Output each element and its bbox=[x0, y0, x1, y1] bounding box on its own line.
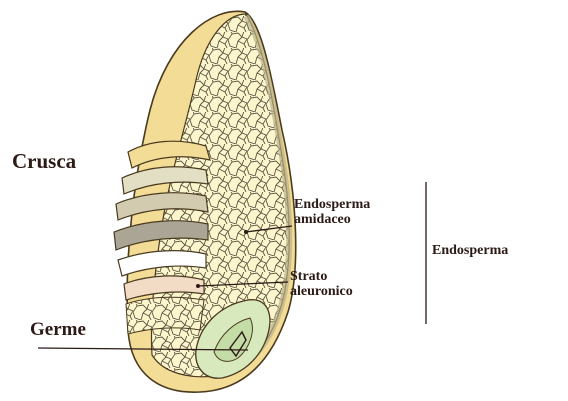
label-strato-aleuronico-line2: aleuronico bbox=[290, 285, 353, 300]
label-crusca: Crusca bbox=[12, 150, 76, 172]
label-endosperma: Endosperma bbox=[432, 244, 508, 259]
label-endosperma-amidaceo-line1: Endosperma bbox=[294, 198, 370, 213]
label-strato-aleuronico-line1: Strato bbox=[290, 270, 353, 285]
leader-dot-amidaceo bbox=[244, 230, 248, 234]
label-endosperma-amidaceo: Endosperma amidaceo bbox=[294, 198, 370, 227]
label-strato-aleuronico: Strato aleuronico bbox=[290, 270, 353, 299]
label-endosperma-amidaceo-line2: amidaceo bbox=[294, 213, 370, 228]
leader-dot-aleuronico bbox=[196, 284, 200, 288]
label-germe: Germe bbox=[30, 320, 86, 340]
